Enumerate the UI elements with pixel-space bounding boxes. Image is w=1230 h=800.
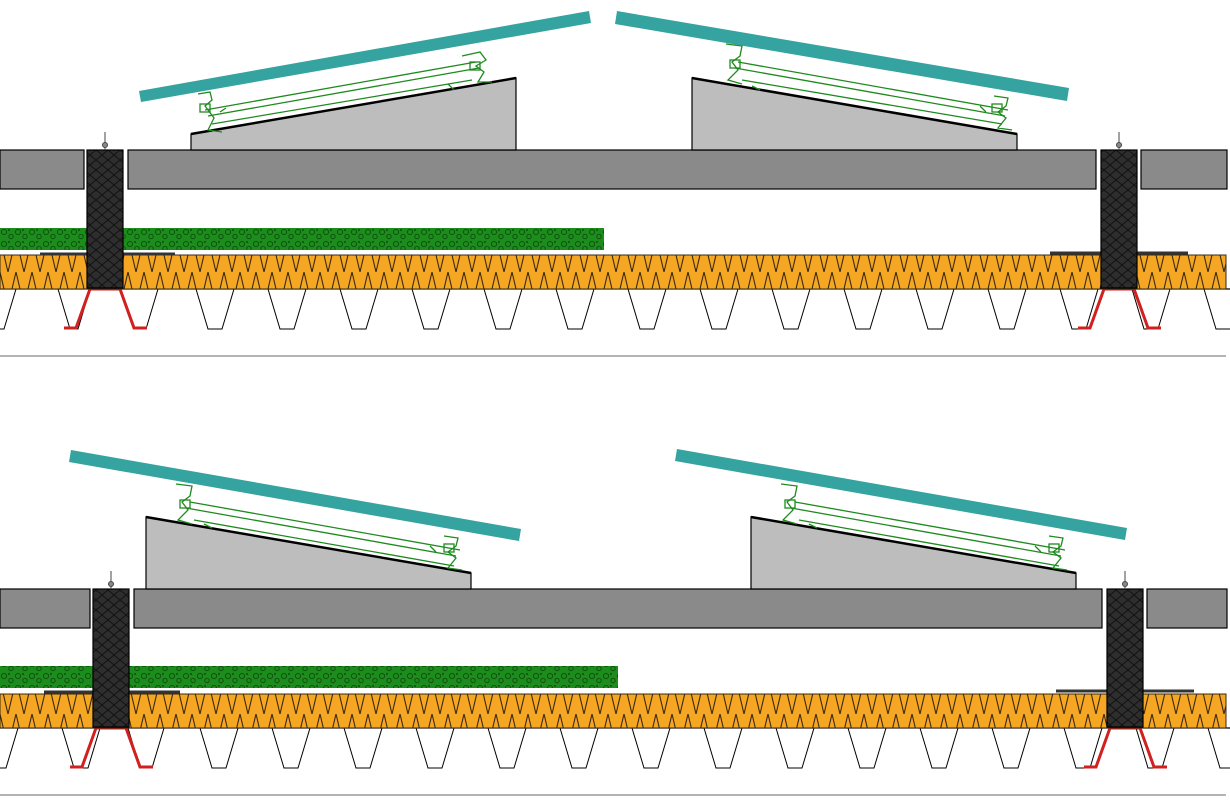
green-layer [0,666,618,688]
deck-bracket [70,726,153,769]
ballast-wedge-edge [750,515,1077,575]
east-west-section [0,11,1230,357]
rail-beam [127,149,1097,190]
anchor-bolt [102,132,1122,150]
south-facing-section [0,449,1230,796]
rail-beam [0,588,91,629]
ballast-wedge-edge [190,76,517,136]
insulation-layer [0,254,1227,290]
membrane-line [44,689,1194,694]
standoff-post [1106,588,1144,728]
ballast-wedge-edge [145,515,472,575]
standoff-post [1100,149,1138,289]
insulation-layer [0,693,1227,729]
mounting-frame [175,483,463,571]
rail-beam [1146,588,1228,629]
rail-beam [133,588,1103,629]
trapezoidal-deck [0,288,1230,330]
standoff-post [92,588,130,728]
ballast-wedge-edge [691,76,1018,136]
rail-beam [0,149,85,190]
deck-bracket [64,287,147,330]
ballast-block [750,516,1077,590]
anchor-bolt [108,571,1128,589]
green-layer [0,228,604,250]
standoff-post [86,149,124,289]
membrane-line [40,251,1188,256]
solar-panel [675,449,1127,540]
deck-bracket [1078,287,1161,330]
trapezoidal-deck [0,727,1230,769]
solar-panel [69,450,521,541]
ballast-block [145,516,472,590]
mounting-frame [725,43,1013,131]
mounting-frame [197,51,492,133]
ballast-block [190,77,517,151]
solar-panel [139,11,591,102]
rail-beam [1140,149,1228,190]
solar-panel [615,11,1069,101]
mounting-frame [780,483,1068,571]
